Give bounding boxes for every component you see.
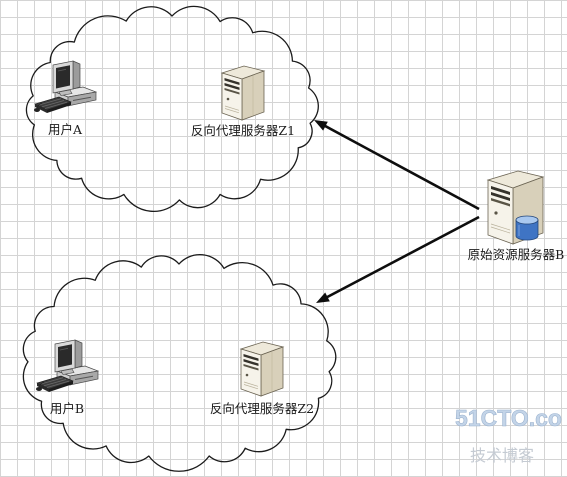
arrow-origin-to-proxy-z2 bbox=[316, 215, 480, 303]
server-tower-icon bbox=[240, 341, 284, 397]
arrowhead bbox=[316, 292, 330, 303]
cloud-top bbox=[25, 5, 319, 212]
origin-server-b-label: 原始资源服务器B bbox=[467, 247, 565, 262]
proxy-z1-label: 反向代理服务器Z1 bbox=[190, 123, 296, 138]
origin-server-b-node: 原始资源服务器B bbox=[466, 168, 566, 262]
proxy-z1-node: 反向代理服务器Z1 bbox=[182, 64, 304, 138]
server-tower-icon bbox=[221, 65, 265, 121]
proxy-z2-label: 反向代理服务器Z2 bbox=[209, 401, 315, 416]
watermark-subtitle: 技术博客 bbox=[470, 446, 535, 465]
proxy-z2-node: 反向代理服务器Z2 bbox=[200, 340, 324, 416]
user-a-node: 用户A bbox=[31, 59, 99, 137]
user-a-label: 用户A bbox=[47, 122, 83, 137]
desktop-computer-icon bbox=[33, 60, 97, 114]
arrow-line bbox=[325, 215, 480, 299]
watermark-brand: 51CTO.co bbox=[455, 405, 563, 432]
arrow-origin-to-proxy-z1 bbox=[314, 120, 480, 211]
user-b-label: 用户B bbox=[49, 401, 85, 416]
arrow-line bbox=[323, 124, 480, 211]
database-server-icon bbox=[487, 170, 544, 245]
cloud-bottom bbox=[22, 254, 337, 472]
user-b-node: 用户B bbox=[33, 338, 101, 416]
watermark: 51CTO.co 技术博客 bbox=[450, 402, 566, 474]
desktop-computer-icon bbox=[35, 339, 99, 393]
arrowhead bbox=[314, 120, 328, 131]
